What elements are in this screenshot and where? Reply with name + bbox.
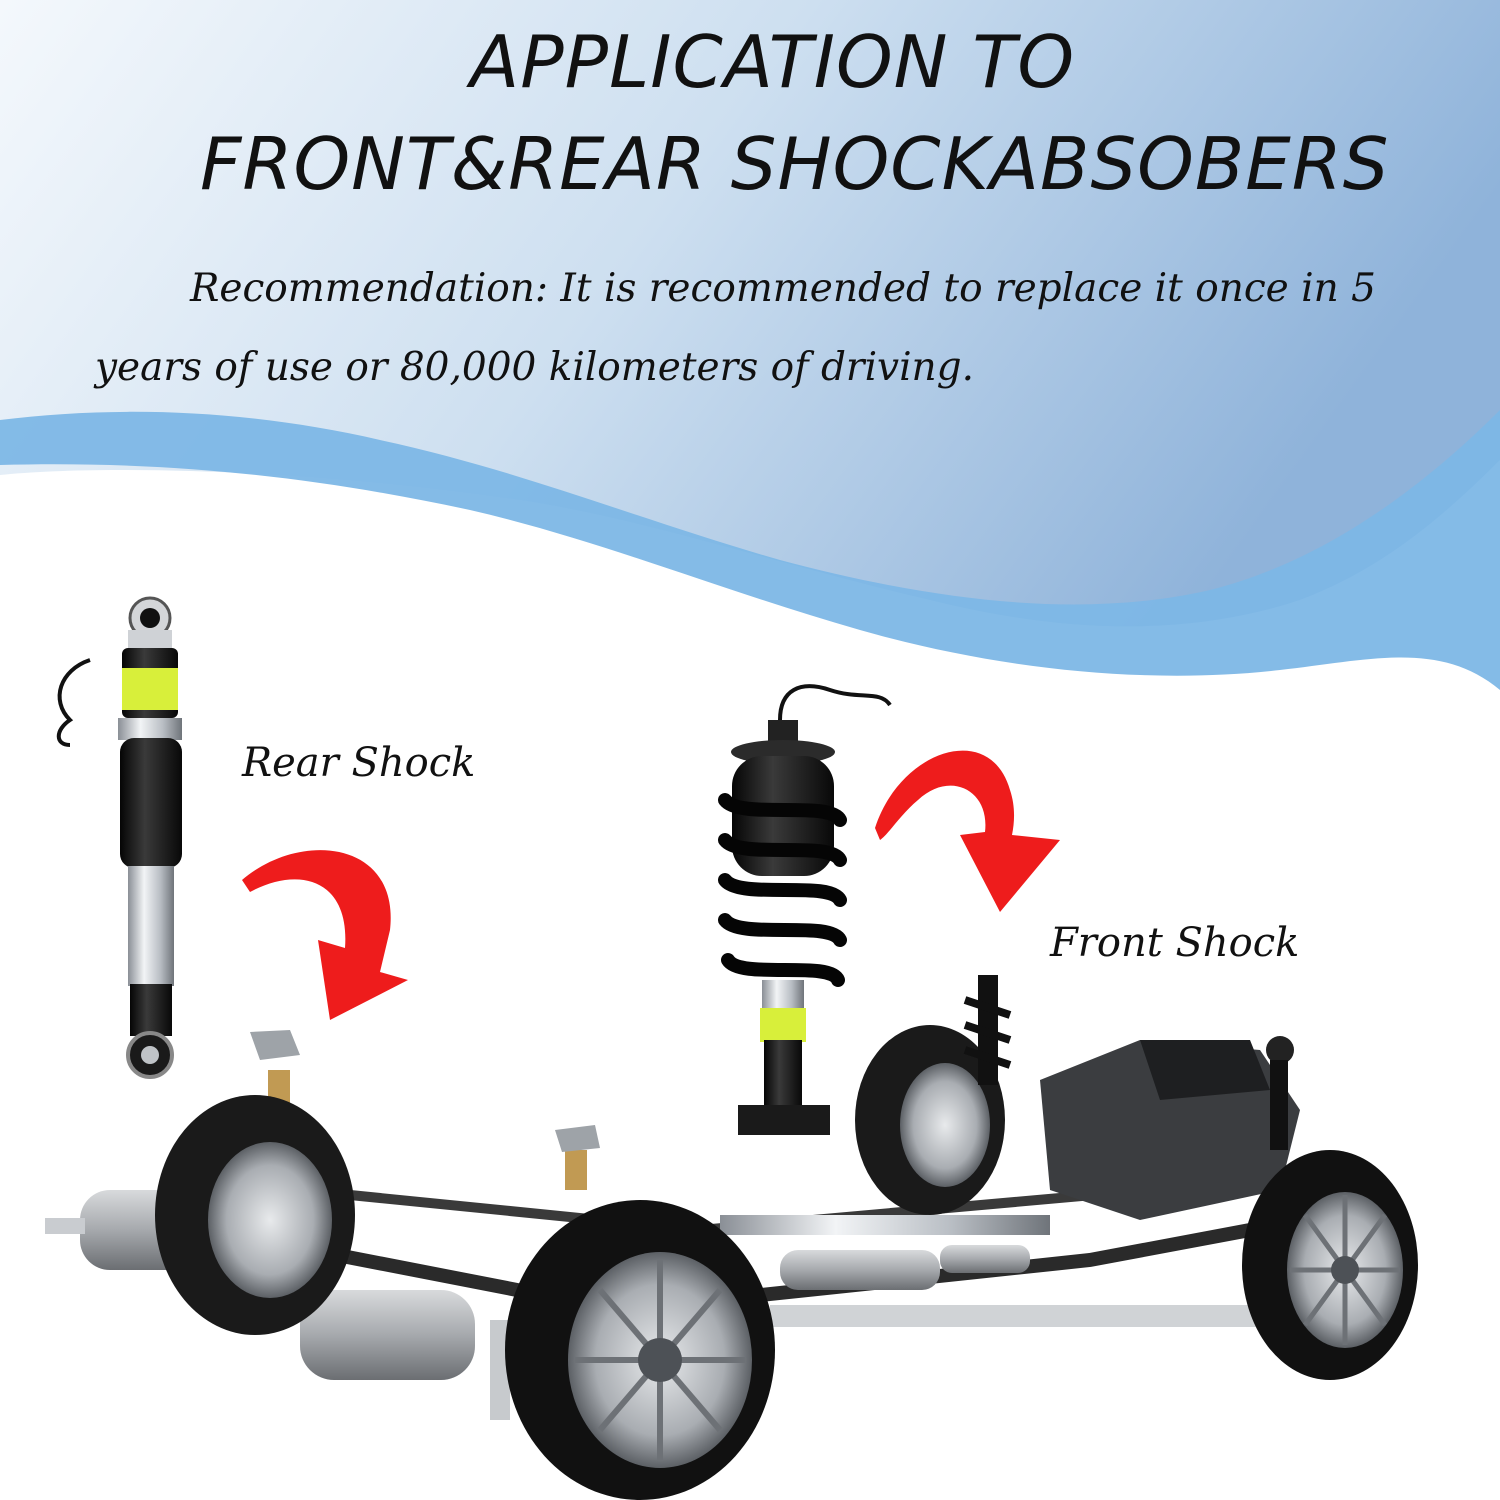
curved-arrow-icon <box>242 850 408 1020</box>
rear-shock-icon <box>56 596 182 1079</box>
rear-shock-label: Rear Shock <box>242 740 476 786</box>
title-line-2: FRONT&REAR SHOCKABSOBERS <box>200 122 1390 206</box>
front-strut-icon <box>718 684 892 1135</box>
recommendation-line-2: years of use or 80,000 kilometers of dri… <box>95 345 975 390</box>
recommendation-line-1: Recommendation: It is recommended to rep… <box>190 266 1376 311</box>
wave-band <box>0 410 1500 690</box>
curved-arrow-icon-front <box>875 750 1060 912</box>
title-line-1: APPLICATION TO <box>470 20 1076 104</box>
front-shock-label: Front Shock <box>1050 920 1300 966</box>
chassis-icon <box>45 975 1418 1500</box>
